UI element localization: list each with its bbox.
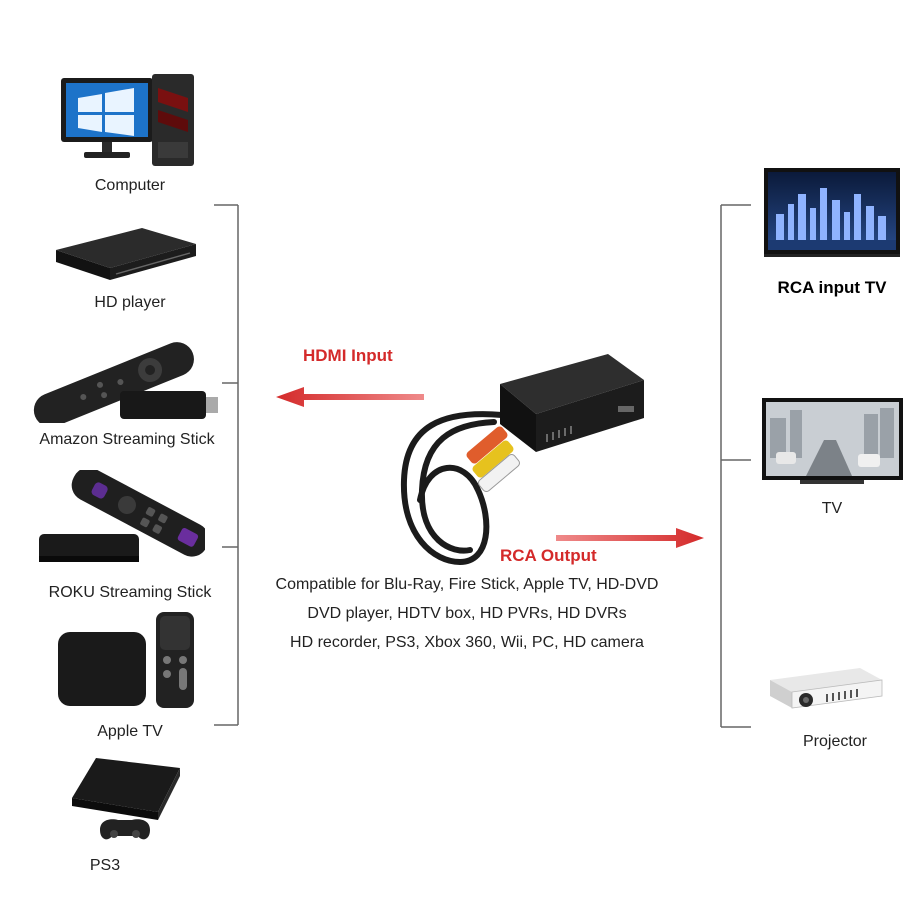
ps3-icon bbox=[72, 758, 180, 840]
compatibility-text: Compatible for Blu-Ray, Fire Stick, Appl… bbox=[232, 570, 702, 657]
converter-device bbox=[400, 354, 644, 566]
rca-output-arrow bbox=[556, 528, 704, 548]
right-bracket bbox=[720, 204, 751, 728]
tv-icon bbox=[762, 398, 903, 484]
source-label-amazon: Amazon Streaming Stick bbox=[39, 431, 215, 448]
source-label-ps3: PS3 bbox=[89, 857, 121, 874]
source-label-hd-player: HD player bbox=[94, 294, 166, 311]
left-bracket bbox=[214, 204, 239, 726]
projector-icon bbox=[770, 668, 883, 709]
source-label-computer: Computer bbox=[94, 177, 166, 194]
output-label-rca-tv: RCA input TV bbox=[777, 278, 887, 297]
hdmi-input-arrow bbox=[276, 387, 424, 407]
hd-player-icon bbox=[56, 228, 196, 280]
source-label-roku: ROKU Streaming Stick bbox=[48, 584, 212, 601]
compatibility-line-3: HD recorder, PS3, Xbox 360, Wii, PC, HD … bbox=[290, 634, 644, 651]
output-label-projector: Projector bbox=[802, 733, 868, 750]
rca-output-label: RCA Output bbox=[500, 546, 597, 565]
compatibility-line-2: DVD player, HDTV box, HD PVRs, HD DVRs bbox=[307, 605, 627, 622]
output-label-tv: TV bbox=[821, 500, 843, 517]
apple-tv-icon bbox=[58, 612, 194, 708]
computer-icon bbox=[61, 74, 194, 166]
compatibility-line-1: Compatible for Blu-Ray, Fire Stick, Appl… bbox=[275, 576, 659, 593]
hdmi-input-label: HDMI Input bbox=[303, 346, 393, 365]
fire-stick-icon bbox=[33, 342, 218, 423]
source-label-apple-tv: Apple TV bbox=[97, 723, 163, 740]
roku-icon bbox=[39, 470, 205, 562]
rca-tv-icon bbox=[764, 168, 900, 257]
